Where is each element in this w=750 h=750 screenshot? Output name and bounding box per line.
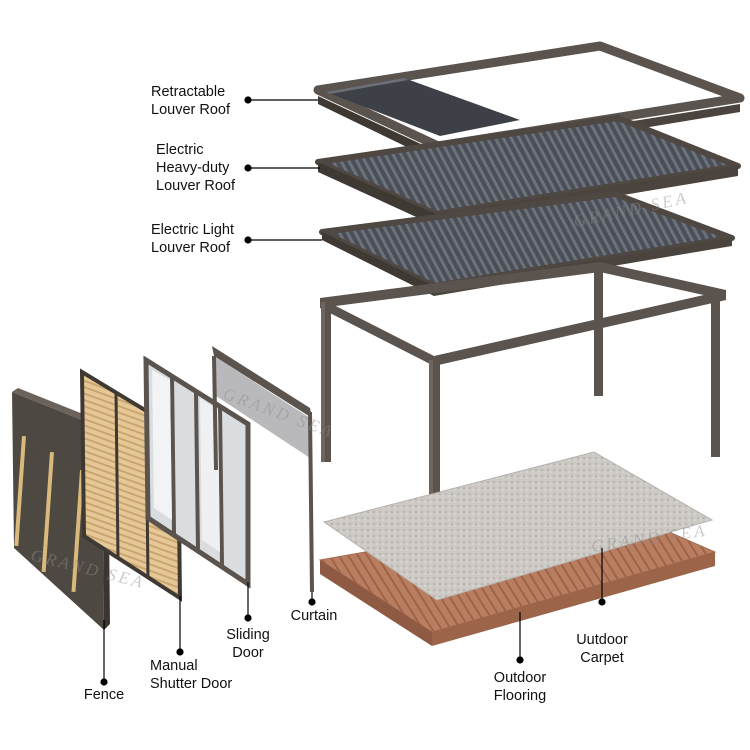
pergola-frame [320, 262, 726, 534]
label-sliding-door: Sliding Door [220, 626, 276, 662]
label-shutter-door: Manual Shutter Door [150, 657, 232, 693]
label-line: Electric [156, 142, 204, 158]
label-outdoor-carpet: Uutdoor Carpet [566, 631, 638, 667]
label-line: Fence [83, 687, 125, 703]
label-light-louver-roof: Electric Light Louver Roof [151, 221, 234, 257]
label-line: Louver Roof [156, 178, 235, 194]
label-line: Manual [150, 658, 198, 674]
leader-lines [100, 96, 606, 686]
label-line: Curtain [290, 608, 338, 624]
label-outdoor-flooring: Outdoor Flooring [484, 669, 556, 705]
label-fence: Fence [78, 686, 130, 704]
label-line: Uutdoor [576, 632, 628, 648]
label-line: Louver Roof [151, 240, 230, 256]
label-line: Carpet [580, 650, 624, 666]
label-curtain: Curtain [284, 607, 344, 625]
label-line: Shutter Door [150, 676, 233, 692]
label-line: Electric Light [151, 222, 235, 238]
label-line: Heavy-duty [156, 160, 230, 176]
label-line: Louver Roof [151, 102, 230, 118]
label-line: Sliding [226, 627, 270, 643]
label-retractable-louver-roof: Retractable Louver Roof [151, 83, 230, 119]
label-line: Outdoor [493, 670, 547, 686]
label-heavy-duty-louver-roof: Electric Heavy-duty Louver Roof [156, 141, 235, 195]
label-line: Flooring [493, 688, 547, 704]
label-line: Door [232, 645, 264, 661]
label-line: Retractable [151, 84, 226, 100]
